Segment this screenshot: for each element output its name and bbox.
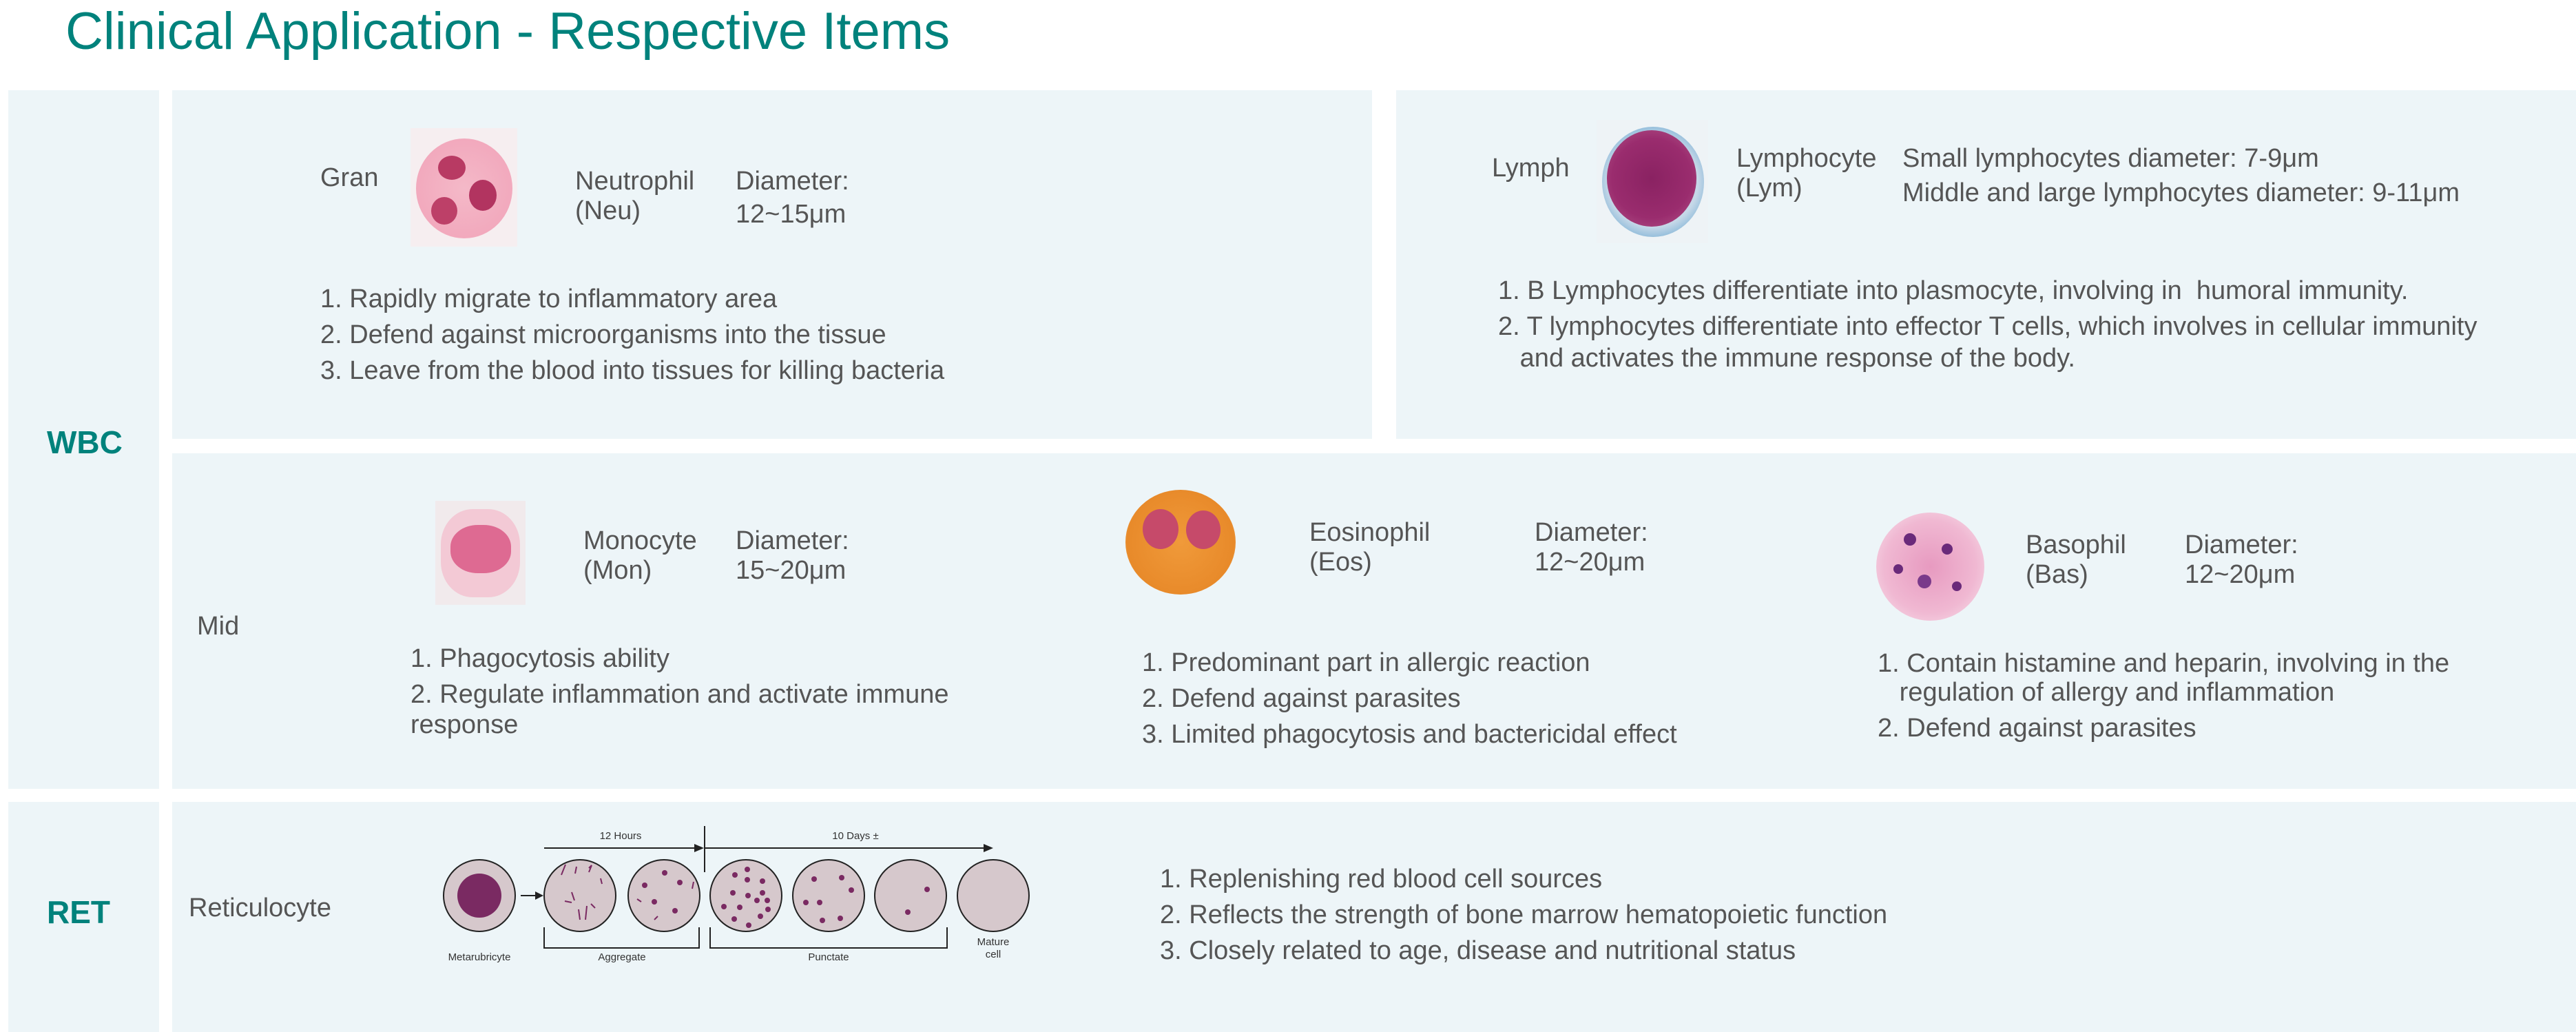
gran-panel: Gran Neutrophil (Neu) Diameter: 12~15μm … bbox=[172, 90, 1372, 439]
neutrophil-diameter-label: Diameter: bbox=[736, 167, 849, 196]
list-item: 2. T lymphocytes differentiate into effe… bbox=[1498, 312, 2478, 373]
neutrophil-function-list: 1. Rapidly migrate to inflammatory area … bbox=[320, 281, 944, 389]
page-title: Clinical Application - Respective Items bbox=[65, 2, 951, 61]
neutrophil-abbr: (Neu) bbox=[575, 196, 641, 225]
lymphocyte-abbr: (Lym) bbox=[1736, 174, 1803, 203]
basophil-abbr: (Bas) bbox=[2026, 560, 2088, 589]
list-item: 2. Regulate inflammation and activate im… bbox=[411, 680, 949, 739]
lymphocyte-name: Lymphocyte bbox=[1736, 144, 1877, 173]
ret-category-panel bbox=[8, 802, 159, 1032]
stage-label-metarubricyte: Metarubricyte bbox=[448, 951, 511, 963]
reticulocyte-function-list: 1. Replenishing red blood cell sources 2… bbox=[1160, 861, 1887, 969]
list-item: 3. Limited phagocytosis and bactericidal… bbox=[1142, 720, 1677, 749]
monocyte-diameter-value: 15~20μm bbox=[736, 556, 846, 585]
aggregate-reticulum bbox=[561, 864, 694, 920]
arrow-heads bbox=[535, 844, 993, 900]
wbc-category-label: WBC bbox=[47, 424, 123, 460]
list-item: 2. Defend against microorganisms into th… bbox=[320, 320, 886, 349]
time-label-10-days: 10 Days ± bbox=[832, 830, 878, 842]
stage-label-mature: Mature bbox=[977, 936, 1010, 948]
nucleus bbox=[457, 874, 501, 918]
monocyte-image bbox=[435, 501, 526, 605]
monocyte-function-list: 1. Phagocytosis ability 2. Regulate infl… bbox=[411, 643, 949, 740]
stage-label-aggregate: Aggregate bbox=[598, 951, 645, 963]
basophil-diameter-label: Diameter: bbox=[2185, 530, 2298, 559]
monocyte-name: Monocyte bbox=[583, 526, 697, 555]
monocyte-abbr: (Mon) bbox=[583, 556, 652, 585]
mid-label: Mid bbox=[197, 612, 240, 641]
reticulocyte-label: Reticulocyte bbox=[189, 894, 331, 922]
list-item: 2. Reflects the strength of bone marrow … bbox=[1160, 900, 1888, 929]
basophil-diameter-value: 12~20μm bbox=[2185, 560, 2296, 589]
monocyte-diameter-label: Diameter: bbox=[736, 526, 849, 555]
list-item: 2. Defend against parasites bbox=[1878, 714, 2196, 743]
lymph-label: Lymph bbox=[1492, 154, 1570, 183]
lymphocyte-image bbox=[1597, 120, 1708, 243]
ret-category-label: RET bbox=[47, 894, 110, 930]
list-item: 1. Replenishing red blood cell sources bbox=[1160, 865, 1603, 894]
wbc-category-panel bbox=[8, 90, 159, 789]
neutrophil-image bbox=[411, 128, 517, 247]
eosinophil-function-list: 1. Predominant part in allergic reaction… bbox=[1142, 645, 1677, 752]
large-lymphocyte-diameter: Middle and large lymphocytes diameter: 9… bbox=[1902, 178, 2460, 207]
list-item: 1. Rapidly migrate to inflammatory area bbox=[320, 285, 778, 313]
gran-label: Gran bbox=[320, 163, 379, 192]
small-lymphocyte-diameter: Small lymphocytes diameter: 7-9μm bbox=[1902, 144, 2319, 173]
eosinophil-name: Eosinophil bbox=[1309, 518, 1431, 547]
neutrophil-name: Neutrophil bbox=[575, 167, 695, 196]
stage-label-cell: cell bbox=[986, 949, 1001, 960]
neutrophil-diameter-value: 12~15μm bbox=[736, 200, 846, 229]
eosinophil-image bbox=[1125, 490, 1236, 595]
stage-label-punctate: Punctate bbox=[808, 951, 849, 963]
basophil-function-list: 1. Contain histamine and heparin, involv… bbox=[1878, 649, 2449, 743]
basophil-image bbox=[1876, 513, 1984, 621]
list-item: 3. Closely related to age, disease and n… bbox=[1160, 936, 1796, 965]
list-item: 1. Phagocytosis ability bbox=[411, 644, 669, 673]
list-item: 1. B Lymphocytes differentiate into plas… bbox=[1498, 276, 2409, 305]
list-item: 1. Contain histamine and heparin, involv… bbox=[1878, 649, 2450, 707]
list-item: 3. Leave from the blood into tissues for… bbox=[320, 356, 945, 385]
list-item: 1. Predominant part in allergic reaction bbox=[1142, 648, 1590, 677]
timeline-arrows bbox=[521, 826, 988, 949]
list-item: 2. Defend against parasites bbox=[1142, 684, 1461, 713]
lymph-panel: Lymph Lymphocyte (Lym) Small lymphocytes… bbox=[1396, 90, 2576, 439]
eosinophil-diameter-label: Diameter: bbox=[1535, 518, 1648, 547]
punctate-dots bbox=[642, 867, 930, 928]
mid-panel: Mid Monocyte (Mon) Diameter: 15~20μm 1. … bbox=[172, 453, 2576, 789]
lymphocyte-function-list: 1. B Lymphocytes differentiate into plas… bbox=[1498, 275, 2477, 374]
time-label-12-hours: 12 Hours bbox=[600, 830, 642, 842]
eosinophil-abbr: (Eos) bbox=[1309, 548, 1372, 577]
basophil-name: Basophil bbox=[2026, 530, 2126, 559]
eosinophil-diameter-value: 12~20μm bbox=[1535, 548, 1645, 577]
